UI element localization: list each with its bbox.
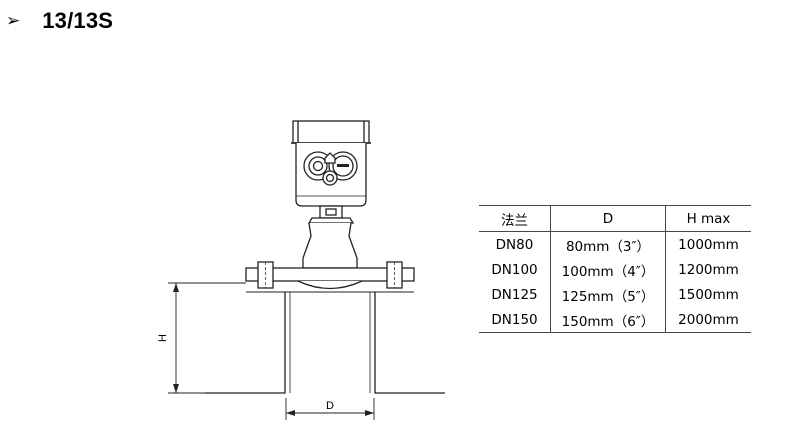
header-hmax: H max: [665, 205, 751, 232]
cell-diameter: 100mm（4″）: [550, 257, 666, 282]
table-header-row: 法兰 D H max: [479, 205, 751, 232]
table-row: DN80 80mm（3″） 1000mm: [479, 231, 751, 257]
antenna-cone: [302, 222, 358, 269]
center-fitting: [322, 152, 338, 186]
cell-diameter: 80mm（3″）: [550, 231, 666, 257]
diameter-label: D: [326, 400, 334, 412]
flange-spec-table: 法兰 D H max DN80 80mm（3″） 1000mm DN100 10…: [479, 205, 751, 333]
tank-nozzle: [205, 292, 445, 394]
height-label: H: [157, 334, 169, 342]
cell-flange: DN125: [491, 286, 538, 303]
diameter-dimension: [285, 398, 375, 420]
cell-flange: DN150: [479, 307, 551, 333]
section-title: 13/13S: [42, 8, 114, 33]
cell-diameter: 125mm（5″）: [550, 282, 666, 307]
table-row: DN100 100mm（4″） 1200mm: [479, 257, 751, 282]
cell-hmax: 1200mm: [678, 261, 739, 278]
cell-hmax: 2000mm: [665, 307, 751, 333]
cell-flange: DN100: [491, 261, 538, 278]
cell-flange: DN80: [495, 236, 534, 253]
process-flange: [245, 261, 415, 293]
cable-gland-right: [328, 151, 358, 181]
header-diameter: D: [550, 205, 666, 232]
cell-hmax: 1000mm: [678, 236, 739, 253]
adapter-neck: [307, 205, 355, 224]
housing-cover: [291, 120, 371, 144]
cell-hmax: 1500mm: [678, 286, 739, 303]
header-flange: 法兰: [479, 205, 551, 232]
table-row: DN150 150mm（6″） 2000mm: [479, 307, 751, 333]
height-dimension: [168, 282, 246, 394]
arrow-bullet-icon: ➢: [6, 11, 21, 31]
cell-diameter: 150mm（6″）: [550, 307, 666, 333]
section-heading: ➢ 13/13S: [6, 6, 113, 36]
table-row: DN125 125mm（5″） 1500mm: [479, 282, 751, 307]
